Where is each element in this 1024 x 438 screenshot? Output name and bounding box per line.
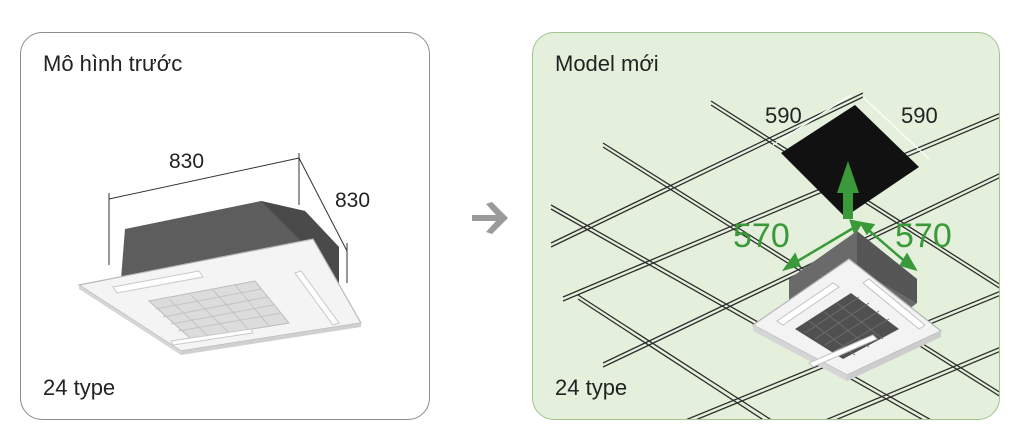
ceiling-opening [781, 105, 919, 217]
unit-grille [147, 280, 290, 340]
opening-depth-label: 590 [901, 103, 938, 128]
opening-width-label: 590 [765, 103, 802, 128]
install-up-arrow-icon [837, 161, 859, 219]
previous-model-illustration: 830 830 [77, 150, 370, 355]
previous-model-type: 24 type [43, 375, 116, 400]
new-model-type: 24 type [555, 375, 628, 400]
ceiling-grid [550, 92, 999, 419]
depth-dimension-line [298, 157, 348, 252]
previous-model-title: Mô hình trước [43, 51, 183, 76]
width-dimension-line [108, 157, 300, 200]
unit-grille [795, 293, 899, 359]
width-dimension-label: 830 [169, 150, 204, 173]
unit-width-label: 570 [733, 217, 790, 255]
depth-dimension-label: 830 [335, 189, 370, 212]
new-model-title: Model mới [555, 51, 659, 76]
previous-model-panel: Mô hình trước 830 830 [20, 32, 430, 420]
unit-depth-label: 570 [895, 217, 952, 255]
new-model-panel: Model mới [532, 32, 1000, 420]
arrow-right-icon [472, 202, 508, 234]
new-model-illustration: 590 590 570 570 [550, 92, 999, 419]
